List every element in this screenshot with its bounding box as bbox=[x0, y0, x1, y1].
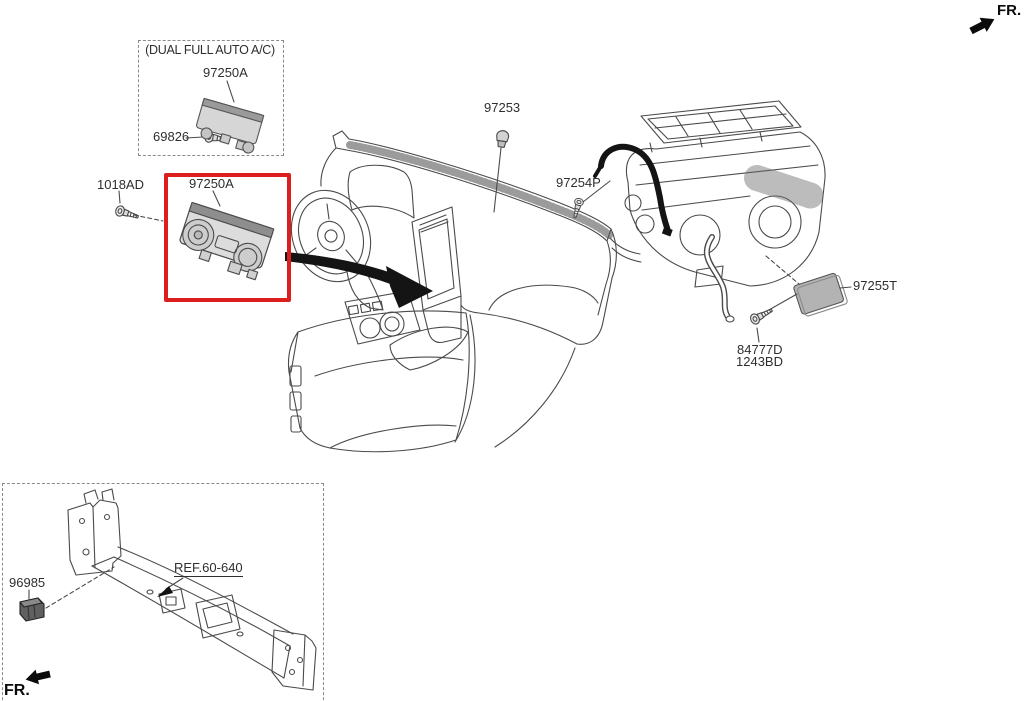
callout-97255t: 97255T bbox=[853, 278, 898, 293]
inset-control-unit-drawing bbox=[196, 80, 265, 154]
highlight-box-97250a bbox=[164, 173, 291, 302]
callout-ref-60-640: REF.60-640 bbox=[174, 560, 243, 577]
wire-harness-drawing bbox=[593, 143, 673, 237]
callout-1018ad: 1018AD bbox=[97, 177, 144, 192]
callout-97250a-inset: 97250A bbox=[203, 65, 248, 80]
bolt-84777d-icon bbox=[748, 304, 775, 343]
callout-96985: 96985 bbox=[9, 575, 46, 590]
screw-1018ad-icon bbox=[113, 190, 164, 223]
dashboard-drawing bbox=[320, 130, 617, 448]
callout-97250a-main: 97250A bbox=[189, 176, 234, 191]
sensor-96985-drawing bbox=[19, 566, 115, 622]
clip-97254p-icon bbox=[570, 180, 611, 220]
inset-bumper-box bbox=[2, 483, 324, 701]
ref-callout-arrow bbox=[157, 577, 184, 597]
steering-wheel-drawing bbox=[290, 189, 372, 283]
drain-hose-drawing bbox=[703, 234, 735, 323]
location-arrow bbox=[285, 252, 433, 308]
heater-control-97250a-drawing bbox=[179, 190, 275, 281]
callout-84777d: 84777D bbox=[737, 342, 783, 357]
screw-69826-icon bbox=[185, 130, 230, 146]
inset-dual-ac-box bbox=[138, 40, 284, 156]
hvac-unit-drawing bbox=[609, 100, 826, 288]
fr-label-top: FR. bbox=[997, 2, 1022, 19]
callout-97254p: 97254P bbox=[556, 175, 601, 190]
fr-arrow-top-icon bbox=[966, 11, 999, 39]
callout-97253: 97253 bbox=[484, 100, 521, 115]
callout-69826: 69826 bbox=[153, 129, 190, 144]
inset-dual-ac-title: (DUAL FULL AUTO A/C) bbox=[145, 43, 275, 57]
callout-1243bd: 1243BD bbox=[736, 354, 783, 369]
center-console-drawing bbox=[287, 290, 470, 453]
sensor-97253-icon bbox=[493, 130, 510, 213]
fr-label-bottom: FR. bbox=[4, 682, 30, 699]
filter-97255t-drawing bbox=[759, 255, 852, 317]
bumper-beam-drawing bbox=[67, 488, 317, 691]
